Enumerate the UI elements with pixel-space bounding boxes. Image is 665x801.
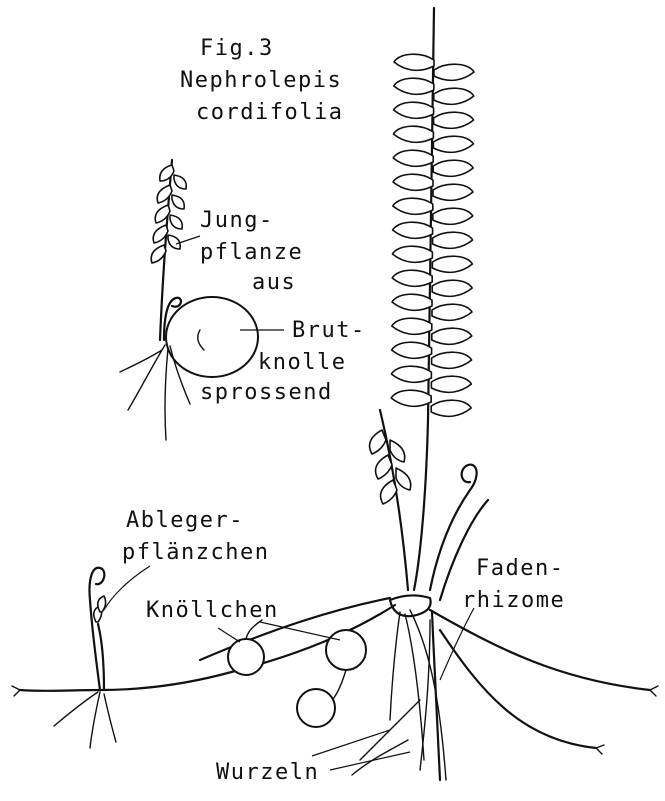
label-brutknolle-3: sprossend xyxy=(200,380,333,406)
leader-knoellchen-1 xyxy=(218,628,240,642)
rhizome-right-1 xyxy=(430,610,650,690)
main-frond-pinna xyxy=(434,64,474,80)
ableger-stem xyxy=(89,568,104,690)
leader-wurzeln-1 xyxy=(312,730,390,756)
main-frond-pinna xyxy=(392,294,432,310)
main-frond-pinna xyxy=(394,54,434,70)
fiddlehead-stem xyxy=(440,500,488,600)
jungpflanze-pinna xyxy=(172,195,184,209)
young-frond-pinna xyxy=(396,468,411,490)
main-frond-pinna xyxy=(434,88,474,104)
rhizome-down xyxy=(432,612,440,780)
main-frond-pinna xyxy=(392,246,432,262)
main-frond-pinna xyxy=(433,208,473,224)
young-frond-pinna xyxy=(376,455,392,479)
species-name-line2: cordifolia xyxy=(196,100,343,126)
young-frond-pinna xyxy=(370,430,386,454)
main-frond-pinna xyxy=(392,270,432,286)
main-frond-pinna xyxy=(393,198,433,214)
main-frond-pinna xyxy=(393,150,433,166)
main-frond-pinna xyxy=(434,112,474,128)
main-base-node xyxy=(390,595,431,616)
knoellchen-tuber xyxy=(297,689,335,727)
label-wurzeln: Wurzeln xyxy=(216,760,319,786)
label-brutknolle-2: knolle xyxy=(258,350,346,376)
fig-number: Fig.3 xyxy=(200,36,274,62)
main-frond-pinna xyxy=(394,102,434,118)
main-frond-pinna xyxy=(433,160,473,176)
main-frond-pinna xyxy=(432,304,472,320)
jungpflanze-pinna xyxy=(160,165,174,181)
rhizome-far-left xyxy=(20,690,100,691)
main-frond-pinna xyxy=(432,256,472,272)
leader-wurzeln-2 xyxy=(330,752,410,770)
label-brutknolle-1: Brut- xyxy=(292,318,366,344)
species-name-line1: Nephrolepis xyxy=(180,68,342,94)
knoellchen-tuber xyxy=(228,639,264,675)
main-frond-pinna xyxy=(433,232,473,248)
main-frond-pinna xyxy=(392,318,432,334)
main-frond-pinna xyxy=(432,352,472,368)
knoellchen-tuber xyxy=(326,630,366,670)
main-frond-pinna xyxy=(393,222,433,238)
jungpflanze-pinna xyxy=(168,235,180,249)
label-ableger-2: pflänzchen xyxy=(122,540,269,566)
main-frond-pinna xyxy=(391,390,431,406)
main-frond-pinna xyxy=(431,400,471,416)
main-frond-pinna xyxy=(393,126,433,142)
label-jungpflanze-2: pflanze xyxy=(200,240,303,266)
jungpflanze-pinna xyxy=(170,215,182,229)
brutknolle-tuber xyxy=(166,297,258,377)
jungpflanze-pinna xyxy=(174,175,186,189)
label-jungpflanze-1: Jung- xyxy=(200,208,274,234)
ableger-root xyxy=(54,692,116,748)
main-frond-pinna xyxy=(394,78,434,94)
main-frond-pinna xyxy=(432,328,472,344)
label-fadenrhizome-1: Faden- xyxy=(476,556,564,582)
young-frond-pinna xyxy=(390,440,405,462)
main-frond-pinna xyxy=(433,136,473,152)
main-frond-pinnae xyxy=(391,54,474,416)
leader-jungpflanze xyxy=(176,236,200,244)
label-fadenrhizome-2: rhizome xyxy=(462,588,565,614)
main-frond-pinna xyxy=(433,184,473,200)
main-frond-pinna xyxy=(392,342,432,358)
young-frond-pinna xyxy=(381,480,397,504)
main-frond-pinna xyxy=(391,366,431,382)
main-frond-pinna xyxy=(432,280,472,296)
label-jungpflanze-3: aus xyxy=(252,270,296,296)
label-knoellchen: Knöllchen xyxy=(146,598,279,624)
leader-ableger xyxy=(104,566,150,610)
main-frond-pinna xyxy=(393,174,433,190)
main-frond-pinna xyxy=(431,376,471,392)
rhizome-right-2 xyxy=(440,630,596,748)
label-ableger-1: Ableger- xyxy=(126,508,244,534)
